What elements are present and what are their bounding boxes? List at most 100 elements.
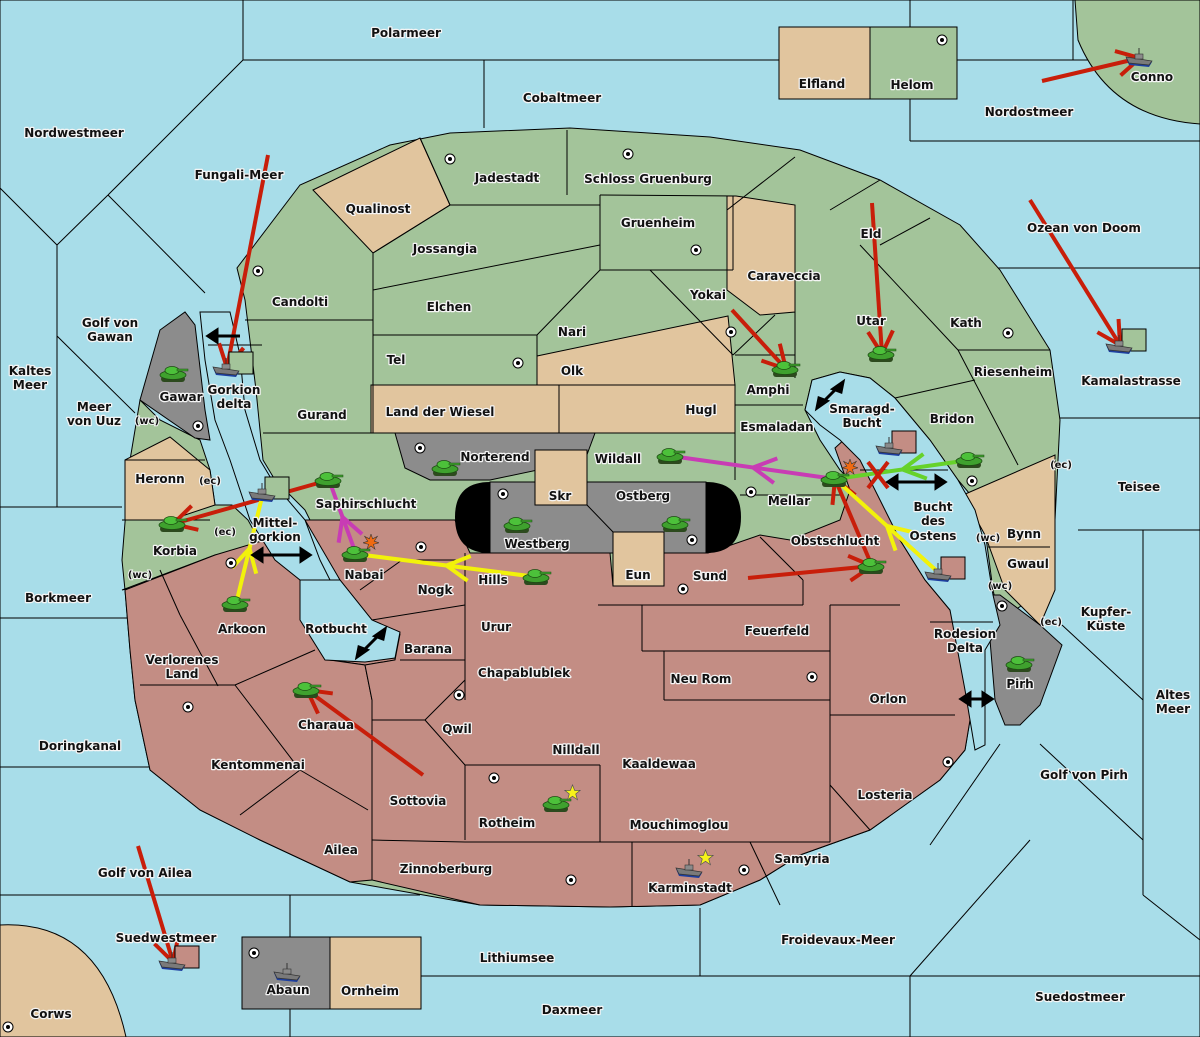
supply-center-icon — [690, 244, 702, 256]
coast-heronn-ec: (ec) — [199, 476, 221, 487]
region-eun-top[interactable] — [612, 531, 665, 587]
coast-gwaul-wc: (wc) — [988, 581, 1012, 592]
region-rotbucht[interactable] — [299, 579, 401, 663]
region-corws[interactable] — [0, 924, 127, 1037]
region-elfland[interactable] — [778, 26, 871, 100]
unit-fleet-suedwestmeer[interactable] — [158, 945, 200, 972]
order-support-bucht-des-ostens-to-mellar — [833, 477, 941, 575]
unit-owner-flag — [264, 476, 290, 500]
canal-arrow-rodesion — [958, 690, 995, 708]
orders-layer — [136, 49, 1142, 964]
supply-center-icon — [677, 583, 689, 595]
label-kaaldewaa: Kaaldewaa — [622, 757, 696, 771]
unit-owner-flag — [174, 945, 200, 969]
unit-fleet-bucht-des-ostens[interactable] — [924, 556, 966, 583]
canal-arrow-gorkion — [205, 327, 240, 345]
label-borkmeer: Borkmeer — [25, 591, 91, 605]
label-froidevaux-meer: Froidevaux-Meer — [781, 933, 895, 947]
label-doringkanal: Doringkanal — [39, 739, 121, 753]
label-smaragd-1: Smaragd- — [829, 402, 894, 416]
failed-order-x-icon — [866, 460, 890, 490]
label-verlorenes-1: Verlorenes — [146, 653, 219, 667]
label-chapablublek: Chapablublek — [478, 666, 571, 680]
label-gwaul: Gwaul — [1007, 557, 1049, 571]
label-gurand: Gurand — [297, 408, 347, 422]
coast-korbia-wc: (wc) — [128, 570, 152, 581]
label-eld: Eld — [861, 227, 882, 241]
coast-gwaul-ec: (ec) — [1040, 617, 1062, 628]
label-saphirschlucht: Saphirschlucht — [316, 497, 417, 511]
label-bucht-3: Ostens — [910, 529, 957, 543]
label-samyria: Samyria — [774, 852, 829, 866]
label-nari: Nari — [558, 325, 586, 339]
coast-gawar-wc: (wc) — [135, 416, 159, 427]
red-borders — [359, 494, 955, 907]
label-ornheim: Ornheim — [341, 984, 399, 998]
label-gawan-1: Golf von — [82, 316, 138, 330]
supply-center-icon — [415, 541, 427, 553]
label-neu-rom: Neu Rom — [671, 672, 732, 686]
label-tel: Tel — [387, 353, 406, 367]
label-qwil: Qwil — [442, 722, 472, 736]
label-utar: Utar — [856, 314, 886, 328]
supply-center-icon — [488, 772, 500, 784]
label-ailea: Ailea — [324, 843, 358, 857]
label-hugl: Hugl — [685, 403, 716, 417]
label-ozean-von-doom: Ozean von Doom — [1027, 221, 1141, 235]
label-bridon: Bridon — [930, 412, 975, 426]
label-korbia: Korbia — [153, 544, 197, 558]
label-elfland: Elfland — [799, 77, 845, 91]
canal-arrows — [205, 327, 995, 708]
canal-arrow-smaragd — [814, 378, 846, 412]
unit-fleet-kamalastrasse[interactable] — [1105, 328, 1147, 355]
label-golf-von-pirh: Golf von Pirh — [1040, 768, 1128, 782]
supply-center-icon — [497, 488, 509, 500]
region-hugl[interactable] — [558, 384, 736, 434]
label-gawan-2: Gawan — [87, 330, 133, 344]
label-norterend: Norterend — [460, 450, 529, 464]
label-pirh: Pirh — [1006, 677, 1033, 691]
unit-layer — [158, 48, 1153, 983]
supply-center-layer — [2, 34, 1014, 1033]
region-caraveccia[interactable] — [726, 195, 796, 316]
label-polarmeer: Polarmeer — [371, 26, 441, 40]
supply-center-icon — [745, 486, 757, 498]
label-corws: Corws — [30, 1007, 71, 1021]
region-ornheim[interactable] — [329, 936, 422, 1010]
label-gorkion-2: delta — [217, 397, 252, 411]
unit-fleet-mittel-gorkion[interactable] — [248, 476, 290, 503]
supply-center-icon — [725, 326, 737, 338]
unit-fleet-gorkion-delta[interactable] — [212, 351, 254, 378]
region-gorkion-channel[interactable] — [199, 311, 331, 581]
label-mellar: Mellar — [768, 494, 810, 508]
supply-center-icon — [738, 864, 750, 876]
label-esmaladan: Esmaladan — [740, 420, 813, 434]
supply-center-icon — [686, 534, 698, 546]
region-skr-top[interactable] — [534, 449, 588, 506]
label-bynn: Bynn — [1007, 527, 1041, 541]
unit-fleet-smaragd-bucht[interactable] — [875, 430, 917, 457]
order-support-hills-to-nabai — [355, 552, 538, 583]
label-orlon: Orlon — [869, 692, 906, 706]
label-amphi: Amphi — [746, 383, 789, 397]
coast-korbia-ec: (ec) — [214, 527, 236, 538]
label-qualinost: Qualinost — [346, 202, 411, 216]
label-nogk: Nogk — [418, 583, 454, 597]
label-jadestadt: Jadestadt — [474, 171, 540, 185]
label-yokai: Yokai — [689, 288, 726, 302]
label-schloss-gruenburg: Schloss Gruenburg — [584, 172, 712, 186]
label-heronn: Heronn — [135, 472, 184, 486]
label-kamalastrasse: Kamalastrasse — [1081, 374, 1181, 388]
label-uuz-1: Meer — [77, 400, 111, 414]
coast-bynn-wc: (wc) — [976, 533, 1000, 544]
unit-owner-flag — [891, 430, 917, 454]
canal-arrow-bucht — [885, 473, 948, 491]
region-land-der-wiesel[interactable] — [370, 384, 560, 434]
label-nordwestmeer: Nordwestmeer — [24, 126, 124, 140]
label-obstschlucht: Obstschlucht — [791, 534, 880, 548]
label-riesenheim: Riesenheim — [974, 365, 1053, 379]
label-nabai: Nabai — [345, 568, 384, 582]
label-ostberg: Ostberg — [616, 489, 670, 503]
